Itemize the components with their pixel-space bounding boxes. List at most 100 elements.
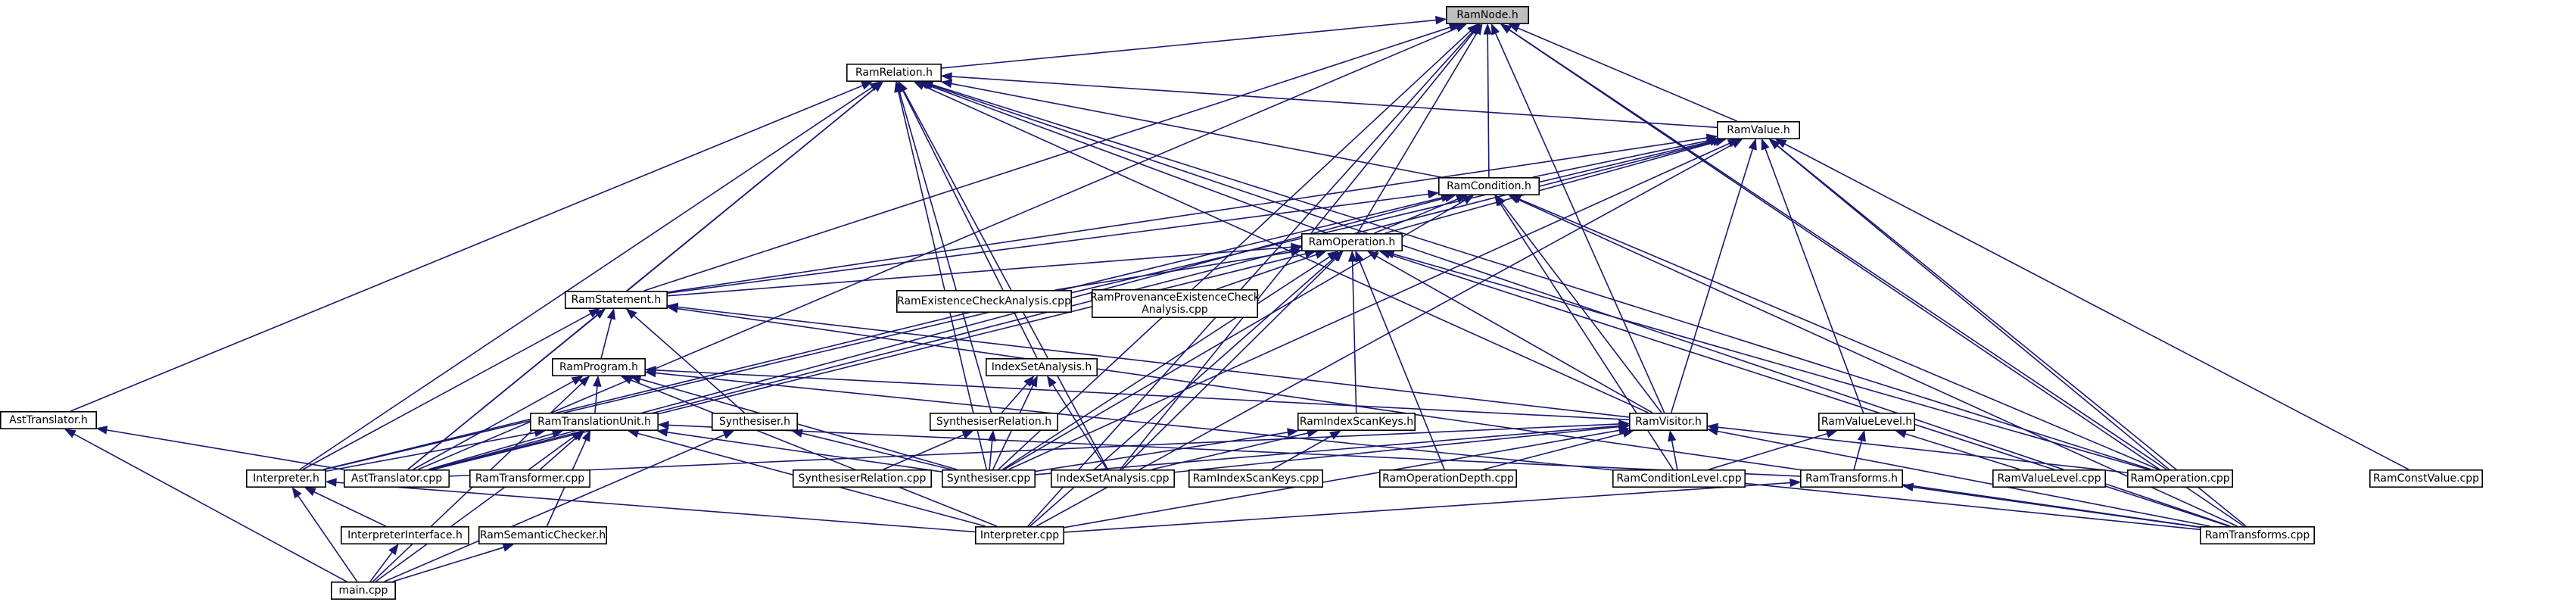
edge-line <box>1174 426 1620 473</box>
arrowhead <box>291 486 302 499</box>
node-label: RamExistenceCheckAnalysis.cpp <box>897 295 1071 307</box>
edge-asttranslator-cpp-to-asttranslator-h <box>95 426 344 471</box>
edge-ramexistencecheckanalysis-cpp-to-ramoperation-h <box>1054 248 1303 291</box>
node-indexsetanalysis-h[interactable]: IndexSetAnalysis.h <box>986 357 1098 376</box>
node-box <box>986 357 1098 376</box>
node-ramvaluelevel-cpp[interactable]: RamValueLevel.cpp <box>1992 469 2107 488</box>
edge-ramtransforms-cpp-to-ramtransforms-h <box>1902 482 2201 529</box>
arrowhead <box>1825 429 1838 438</box>
arrowhead <box>940 79 953 89</box>
edge-asttranslator-cpp-to-ramstatement-h <box>407 308 606 470</box>
arrowhead <box>1895 429 1908 438</box>
edge-ramvisitor-h-to-ramcondition-h <box>1495 194 1662 413</box>
edge-ramvalue-h-to-ramrelation-h <box>940 72 1718 129</box>
node-ramtransformer-cpp[interactable]: RamTransformer.cpp <box>469 469 590 488</box>
node-interpreter-cpp[interactable]: Interpreter.cpp <box>975 525 1065 544</box>
node-box <box>930 412 1059 431</box>
node-asttranslator-cpp[interactable]: AstTranslator.cpp <box>343 469 450 488</box>
node-label: RamProvenanceExistenceCheck <box>1090 292 1260 304</box>
node-ramtransforms-cpp[interactable]: RamTransforms.cpp <box>2200 525 2316 544</box>
node-ramvisitor-h[interactable]: RamVisitor.h <box>1629 412 1709 431</box>
edge-ramvisitor-h-to-ramstatement-h <box>666 302 1630 418</box>
node-synthesiserrelation-cpp[interactable]: SynthesiserRelation.cpp <box>793 469 933 488</box>
edge-line <box>951 76 1718 129</box>
node-ramstatement-h[interactable]: RamStatement.h <box>564 290 668 309</box>
edge-line <box>1351 260 1357 413</box>
edge-line <box>106 429 344 471</box>
node-ramoperation-cpp[interactable]: RamOperation.cpp <box>2127 469 2234 488</box>
node-label: RamOperationDepth.cpp <box>1382 472 1514 485</box>
node-ramsemanticchecker-h[interactable]: RamSemanticChecker.h <box>478 525 607 544</box>
node-ramvaluelevel-h[interactable]: RamValueLevel.h <box>1818 412 1916 431</box>
edge-ramoperation-cpp-to-ramoperation-h <box>1382 250 2149 470</box>
node-asttranslator-h[interactable]: AstTranslator.h <box>0 410 98 429</box>
node-ramprogram-h[interactable]: RamProgram.h <box>551 357 646 376</box>
node-label: Analysis.cpp <box>1142 304 1208 316</box>
node-synthesiserrelation-h[interactable]: SynthesiserRelation.h <box>930 412 1059 431</box>
node-ramexistencecheckanalysis-cpp[interactable]: RamExistenceCheckAnalysis.cpp <box>896 289 1073 313</box>
node-interpreter-h[interactable]: Interpreter.h <box>245 469 326 488</box>
arrowhead <box>1435 15 1447 25</box>
edge-ramoperation-h-to-ramrelation-h <box>917 81 1328 234</box>
node-ramrelation-h[interactable]: RamRelation.h <box>846 64 942 83</box>
node-label: Synthesiser.cpp <box>947 472 1031 485</box>
node-interpreterinterface-h[interactable]: InterpreterInterface.h <box>340 525 469 544</box>
edge-line <box>902 90 1109 470</box>
edge-synthesiserrelation-cpp-to-synthesiserrelation-h <box>883 430 974 470</box>
node-ramoperation-h[interactable]: RamOperation.h <box>1301 232 1403 251</box>
edge-line <box>449 423 1620 477</box>
edge-line <box>392 547 504 582</box>
node-synthesiser-h[interactable]: Synthesiser.h <box>711 412 798 431</box>
node-ramindexscankeys-h[interactable]: RamIndexScanKeys.h <box>1297 412 1416 431</box>
edge-ramtransforms-cpp-to-ramnode-h <box>1500 23 2244 527</box>
arrowhead <box>1347 250 1357 262</box>
arrowhead <box>571 430 583 441</box>
edge-line <box>1509 29 2167 470</box>
node-label: Interpreter.h <box>253 472 319 485</box>
node-ramtranslationunit-h[interactable]: RamTranslationUnit.h <box>529 412 659 431</box>
node-ramcondition-h[interactable]: RamCondition.h <box>1438 177 1540 196</box>
edge-line <box>335 482 976 533</box>
edge-line <box>640 378 958 470</box>
edge-line <box>313 491 387 527</box>
arrowhead <box>1668 429 1677 442</box>
edge-asttranslator-h-to-ramrelation-h <box>70 81 874 412</box>
node-main-cpp[interactable]: main.cpp <box>330 581 396 600</box>
edge-ramstatement-h-to-ramoperation-h <box>667 242 1303 297</box>
edge-interpreter-cpp-to-ramvisitor-h <box>1064 426 1631 529</box>
node-box <box>478 525 607 544</box>
edge-ramprogram-h-to-ramstatement-h <box>600 307 616 359</box>
edge-line <box>1494 33 1665 413</box>
edge-synthesiserrelation-h-to-indexsetanalysis-h <box>1001 375 1035 413</box>
node-label: SynthesiserRelation.cpp <box>799 472 927 485</box>
node-synthesiser-cpp[interactable]: Synthesiser.cpp <box>942 469 1036 488</box>
node-box <box>0 410 98 429</box>
node-ramvalue-h[interactable]: RamValue.h <box>1717 121 1801 140</box>
arrowhead <box>1470 23 1481 36</box>
edge-line <box>1052 384 1108 470</box>
arrowhead <box>95 426 108 435</box>
edge-interpreter-cpp-to-ramprogram-h <box>620 376 998 527</box>
arrowhead <box>1023 375 1035 387</box>
arrowhead <box>64 429 76 438</box>
edge-ramtransforms-cpp-to-ramstatement-h <box>666 304 2201 528</box>
node-ramtransforms-h[interactable]: RamTransforms.h <box>1800 469 1904 488</box>
edge-line <box>1036 143 1734 527</box>
node-label: RamCondition.h <box>1447 180 1531 192</box>
node-ramconditionlevel-cpp[interactable]: RamConditionLevel.cpp <box>1612 469 1746 488</box>
edge-line <box>667 432 942 472</box>
edge-ramcondition-h-to-ramnode-h <box>1483 23 1492 178</box>
edge-line <box>1393 253 2149 470</box>
node-indexsetanalysis-cpp[interactable]: IndexSetAnalysis.cpp <box>1051 469 1176 488</box>
node-ramindexscankeys-cpp[interactable]: RamIndexScanKeys.cpp <box>1188 469 1324 488</box>
node-box <box>330 581 396 600</box>
edge-line <box>323 197 1443 470</box>
edge-ramtransforms-cpp-to-ramvalue-h <box>1768 139 2247 527</box>
node-label: AstTranslator.cpp <box>351 472 442 485</box>
node-ramconstvalue-cpp[interactable]: RamConstValue.cpp <box>2369 469 2484 488</box>
arrowhead <box>1857 429 1866 442</box>
edge-line <box>1385 141 1717 234</box>
node-ramoperationdepth-cpp[interactable]: RamOperationDepth.cpp <box>1379 469 1518 488</box>
node-ramnode-h[interactable]: RamNode.h <box>1446 6 1530 24</box>
